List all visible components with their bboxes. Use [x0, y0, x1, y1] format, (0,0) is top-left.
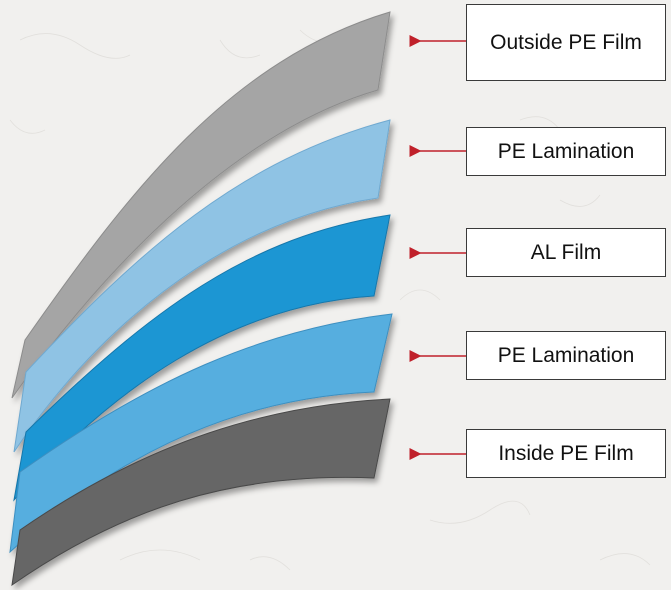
- al-film-layer: [13, 214, 391, 502]
- label-inside-pe-film-text: Inside PE Film: [498, 441, 634, 465]
- outside-pe-film-layer: [11, 11, 391, 399]
- label-pe-lamination-2: PE Lamination: [466, 331, 666, 380]
- label-outside-pe-film: Outside PE Film: [466, 4, 666, 81]
- label-outside-pe-film-text: Outside PE Film: [490, 30, 642, 54]
- label-pe-lamination-2-text: PE Lamination: [497, 343, 635, 367]
- label-al-film-text: AL Film: [530, 240, 602, 264]
- inside-pe-film-layer: [11, 398, 391, 587]
- label-al-film: AL Film: [466, 228, 666, 277]
- label-pe-lamination-1-text: PE Lamination: [497, 139, 635, 163]
- label-inside-pe-film: Inside PE Film: [466, 429, 666, 478]
- label-pe-lamination-1: PE Lamination: [466, 127, 666, 176]
- pe-lamination-layer-1: [13, 119, 391, 453]
